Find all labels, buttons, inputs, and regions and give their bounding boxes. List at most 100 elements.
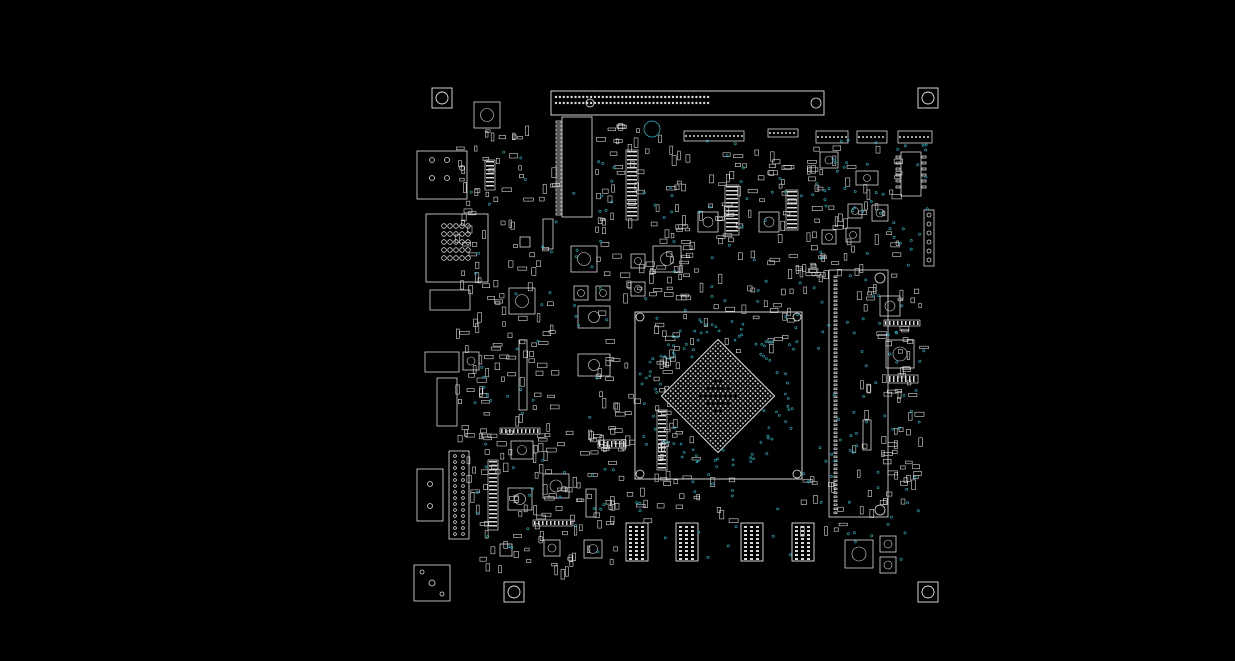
bga-ball <box>739 375 742 377</box>
header-pin <box>725 135 727 137</box>
bga-ball <box>729 425 732 427</box>
header-pin <box>903 136 905 138</box>
via <box>474 271 478 275</box>
memory-ball <box>629 534 632 536</box>
via <box>853 531 856 535</box>
via <box>475 490 479 494</box>
passive-component <box>602 188 609 194</box>
bga-ball <box>764 390 767 392</box>
memory-ball <box>691 554 694 556</box>
bga-ball <box>742 392 744 395</box>
bga-ball <box>717 412 719 415</box>
passive-component <box>458 160 462 168</box>
passive-component <box>820 253 826 258</box>
slot-pin <box>833 327 838 330</box>
passive-component <box>531 267 537 276</box>
passive-component <box>595 226 599 233</box>
passive-component <box>480 428 487 434</box>
header-pin <box>640 101 643 105</box>
bga-ball <box>717 417 719 420</box>
header-pin <box>461 460 465 464</box>
bga-ball <box>669 400 672 402</box>
header-pin <box>821 136 823 138</box>
via <box>685 342 688 346</box>
bga-ball <box>707 437 709 440</box>
passive-component <box>484 131 489 138</box>
slot-pin <box>833 503 838 506</box>
soc-keepout-frame <box>634 311 803 480</box>
bga-ball <box>756 392 759 395</box>
header-pin <box>926 221 932 227</box>
passive-component <box>649 269 656 274</box>
bga-ball <box>697 372 699 375</box>
passive-component <box>614 402 620 412</box>
header-pin <box>652 101 655 105</box>
passive-component <box>899 326 910 331</box>
ic-pin <box>921 179 927 183</box>
slot-pin <box>833 339 838 342</box>
bga-ball <box>714 425 717 427</box>
passive-component <box>787 198 797 204</box>
via <box>750 452 754 456</box>
via <box>643 402 646 405</box>
bga-ball <box>749 395 752 397</box>
passive-component <box>597 217 603 224</box>
passive-component <box>485 563 491 572</box>
passive-component <box>586 493 592 499</box>
passive-component <box>679 260 689 265</box>
passive-component <box>656 265 667 270</box>
via <box>574 314 578 318</box>
passive-component <box>466 388 475 393</box>
bga-ball <box>707 397 709 400</box>
passive-component <box>618 123 624 131</box>
header-pin <box>687 95 690 99</box>
sodimm-slot <box>828 269 889 518</box>
bga-ball <box>732 387 734 390</box>
via <box>695 460 699 464</box>
passive-component <box>843 253 848 261</box>
passive-component <box>918 437 923 447</box>
bga-ball <box>727 362 729 365</box>
via <box>638 372 642 376</box>
via <box>672 442 676 445</box>
square-ic <box>879 295 901 317</box>
via <box>596 550 600 554</box>
via <box>860 350 864 353</box>
via <box>694 454 698 457</box>
via <box>831 157 835 161</box>
memory-ball <box>801 530 804 532</box>
header-pin <box>636 95 640 99</box>
passive-component <box>685 154 691 163</box>
passive-component <box>461 166 465 174</box>
bga-ball <box>759 395 762 397</box>
via <box>837 417 841 421</box>
slot-pin <box>833 311 838 314</box>
via <box>574 255 578 259</box>
bga-ball <box>751 392 754 395</box>
via <box>668 357 672 361</box>
bga-ball <box>717 357 719 360</box>
bga-ball <box>732 397 734 400</box>
via <box>921 143 925 147</box>
bga-ball <box>682 392 685 395</box>
bga-ball <box>717 447 719 450</box>
passive-component <box>681 254 690 258</box>
bga-ball <box>724 439 727 442</box>
via <box>848 500 851 504</box>
header-pin <box>926 230 932 236</box>
passive-component <box>626 491 634 497</box>
memory-ball <box>635 546 638 548</box>
passive-component <box>455 328 460 339</box>
passive-component <box>564 566 569 577</box>
via <box>502 150 506 154</box>
passive-component <box>690 338 694 346</box>
bga-ball <box>742 387 744 390</box>
memory-ball <box>691 526 694 528</box>
via <box>881 192 885 196</box>
via <box>730 320 734 323</box>
via <box>662 440 666 444</box>
header-pin <box>613 95 616 99</box>
bga-ball <box>717 382 719 385</box>
